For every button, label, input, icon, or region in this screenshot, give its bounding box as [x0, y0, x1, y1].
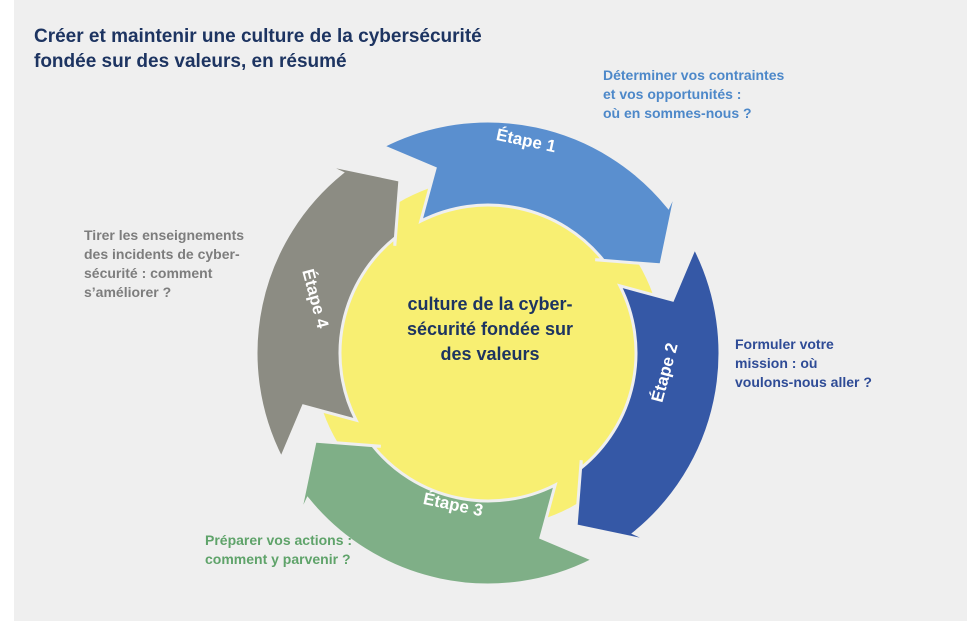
center-circle: [336, 201, 640, 505]
step-3-description: Préparer vos actions : comment y parveni…: [205, 532, 353, 567]
step-4-description: Tirer les enseignements des incidents de…: [84, 227, 245, 300]
step-4-arrow: [254, 162, 402, 462]
step-2-description: Formuler votre mission : où voulons-nous…: [735, 336, 872, 390]
diagram-title: Créer et maintenir une culture de la cyb…: [34, 26, 482, 72]
step-1-arrow: [379, 119, 679, 267]
step-2-arrow: [574, 244, 722, 544]
center-label: culture de la cyber- sécurité fondée sur…: [406, 294, 574, 364]
step-3-arrow: [297, 439, 597, 587]
step-1-description: Déterminer vos contraintes et vos opport…: [603, 67, 785, 121]
